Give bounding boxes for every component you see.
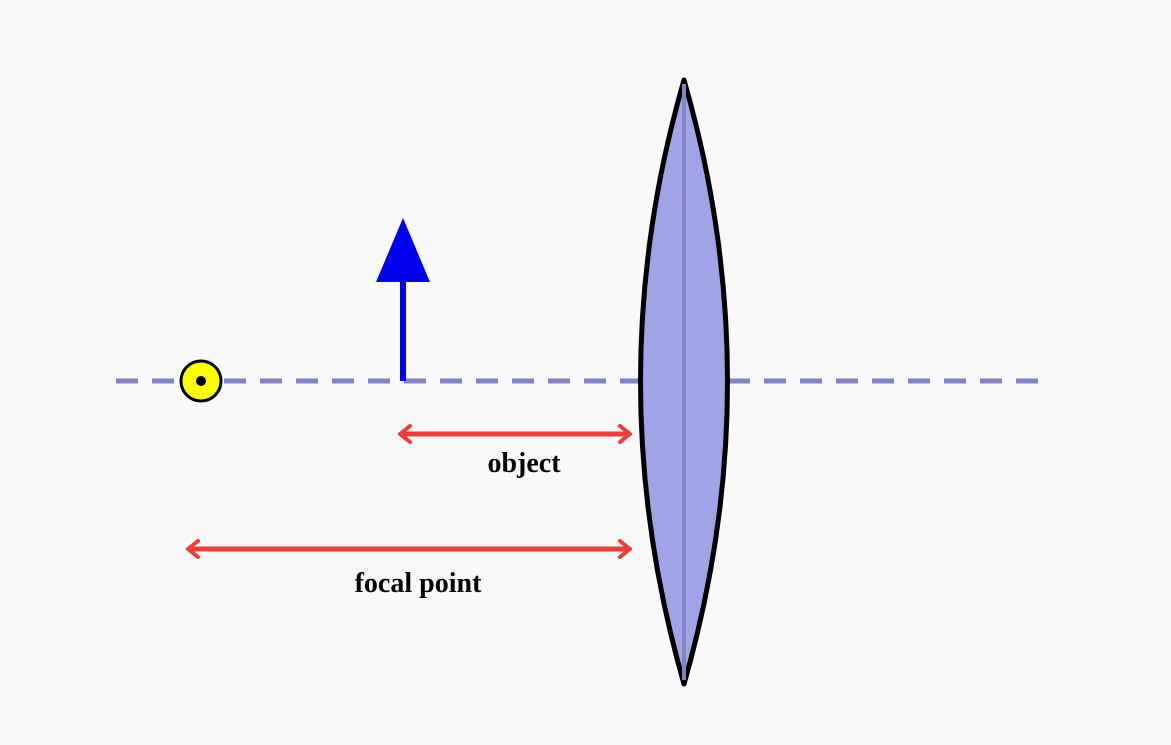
focal-point-dot — [196, 376, 206, 386]
focal-point-marker — [179, 359, 223, 403]
object-distance-label: object — [487, 448, 561, 479]
focal-distance-label: focal point — [355, 568, 482, 599]
object-arrow — [376, 218, 430, 381]
up-arrow-icon — [376, 218, 430, 282]
